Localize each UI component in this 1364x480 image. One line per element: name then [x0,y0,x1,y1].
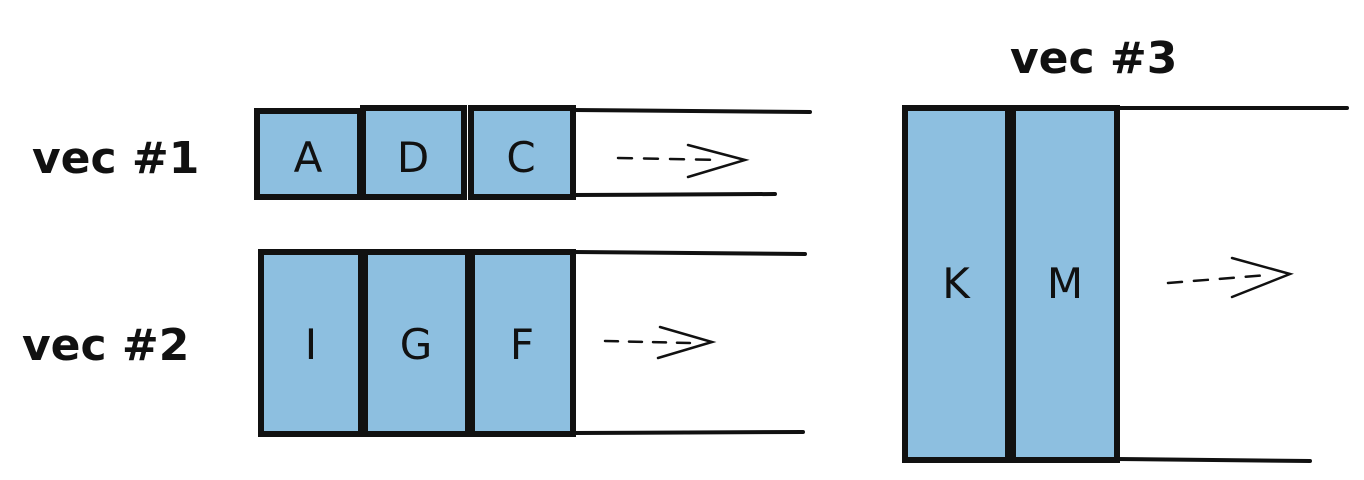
vec2-capacity-top-rail [571,250,807,256]
vec1-capacity-bottom-rail [571,192,777,197]
vec2-growth-arrow-icon [603,325,717,360]
vec2-cell-1-text: G [400,320,433,369]
vec2-cell-2-text: F [510,320,534,369]
vec1-cell-2 [468,105,576,200]
vec1-cell-0 [254,108,363,200]
vec1-cell-2-text: C [506,133,535,182]
vec3-group: vec #3 K M [902,33,1349,463]
vec3-cell-1 [1010,105,1120,463]
vec1-growth-arrow-icon [616,143,750,179]
vec1-cell-1-text: D [397,133,429,182]
vec3-cell-0-text: K [942,259,971,308]
vec2-group: vec #2 I G F [22,249,807,437]
vec1-capacity-top-rail [571,108,812,114]
vec3-label: vec #3 [1010,33,1177,84]
vec3-cell-1-text: M [1047,259,1083,308]
vec3-growth-arrow-icon [1166,256,1294,299]
vec1-label: vec #1 [32,133,199,184]
vec2-cell-0 [258,249,364,437]
vec1-cell-0-text: A [294,133,323,182]
vec2-cell-2 [469,249,576,437]
vec1-group: vec #1 A D C [32,105,812,200]
vec1-cell-1 [360,105,467,200]
vec3-capacity-bottom-rail [1115,457,1312,463]
vec2-cell-1 [362,249,471,437]
vec2-label: vec #2 [22,320,189,371]
vec2-cell-0-text: I [305,320,317,369]
vec2-capacity-bottom-rail [571,430,805,435]
vec3-cell-0 [902,105,1011,463]
